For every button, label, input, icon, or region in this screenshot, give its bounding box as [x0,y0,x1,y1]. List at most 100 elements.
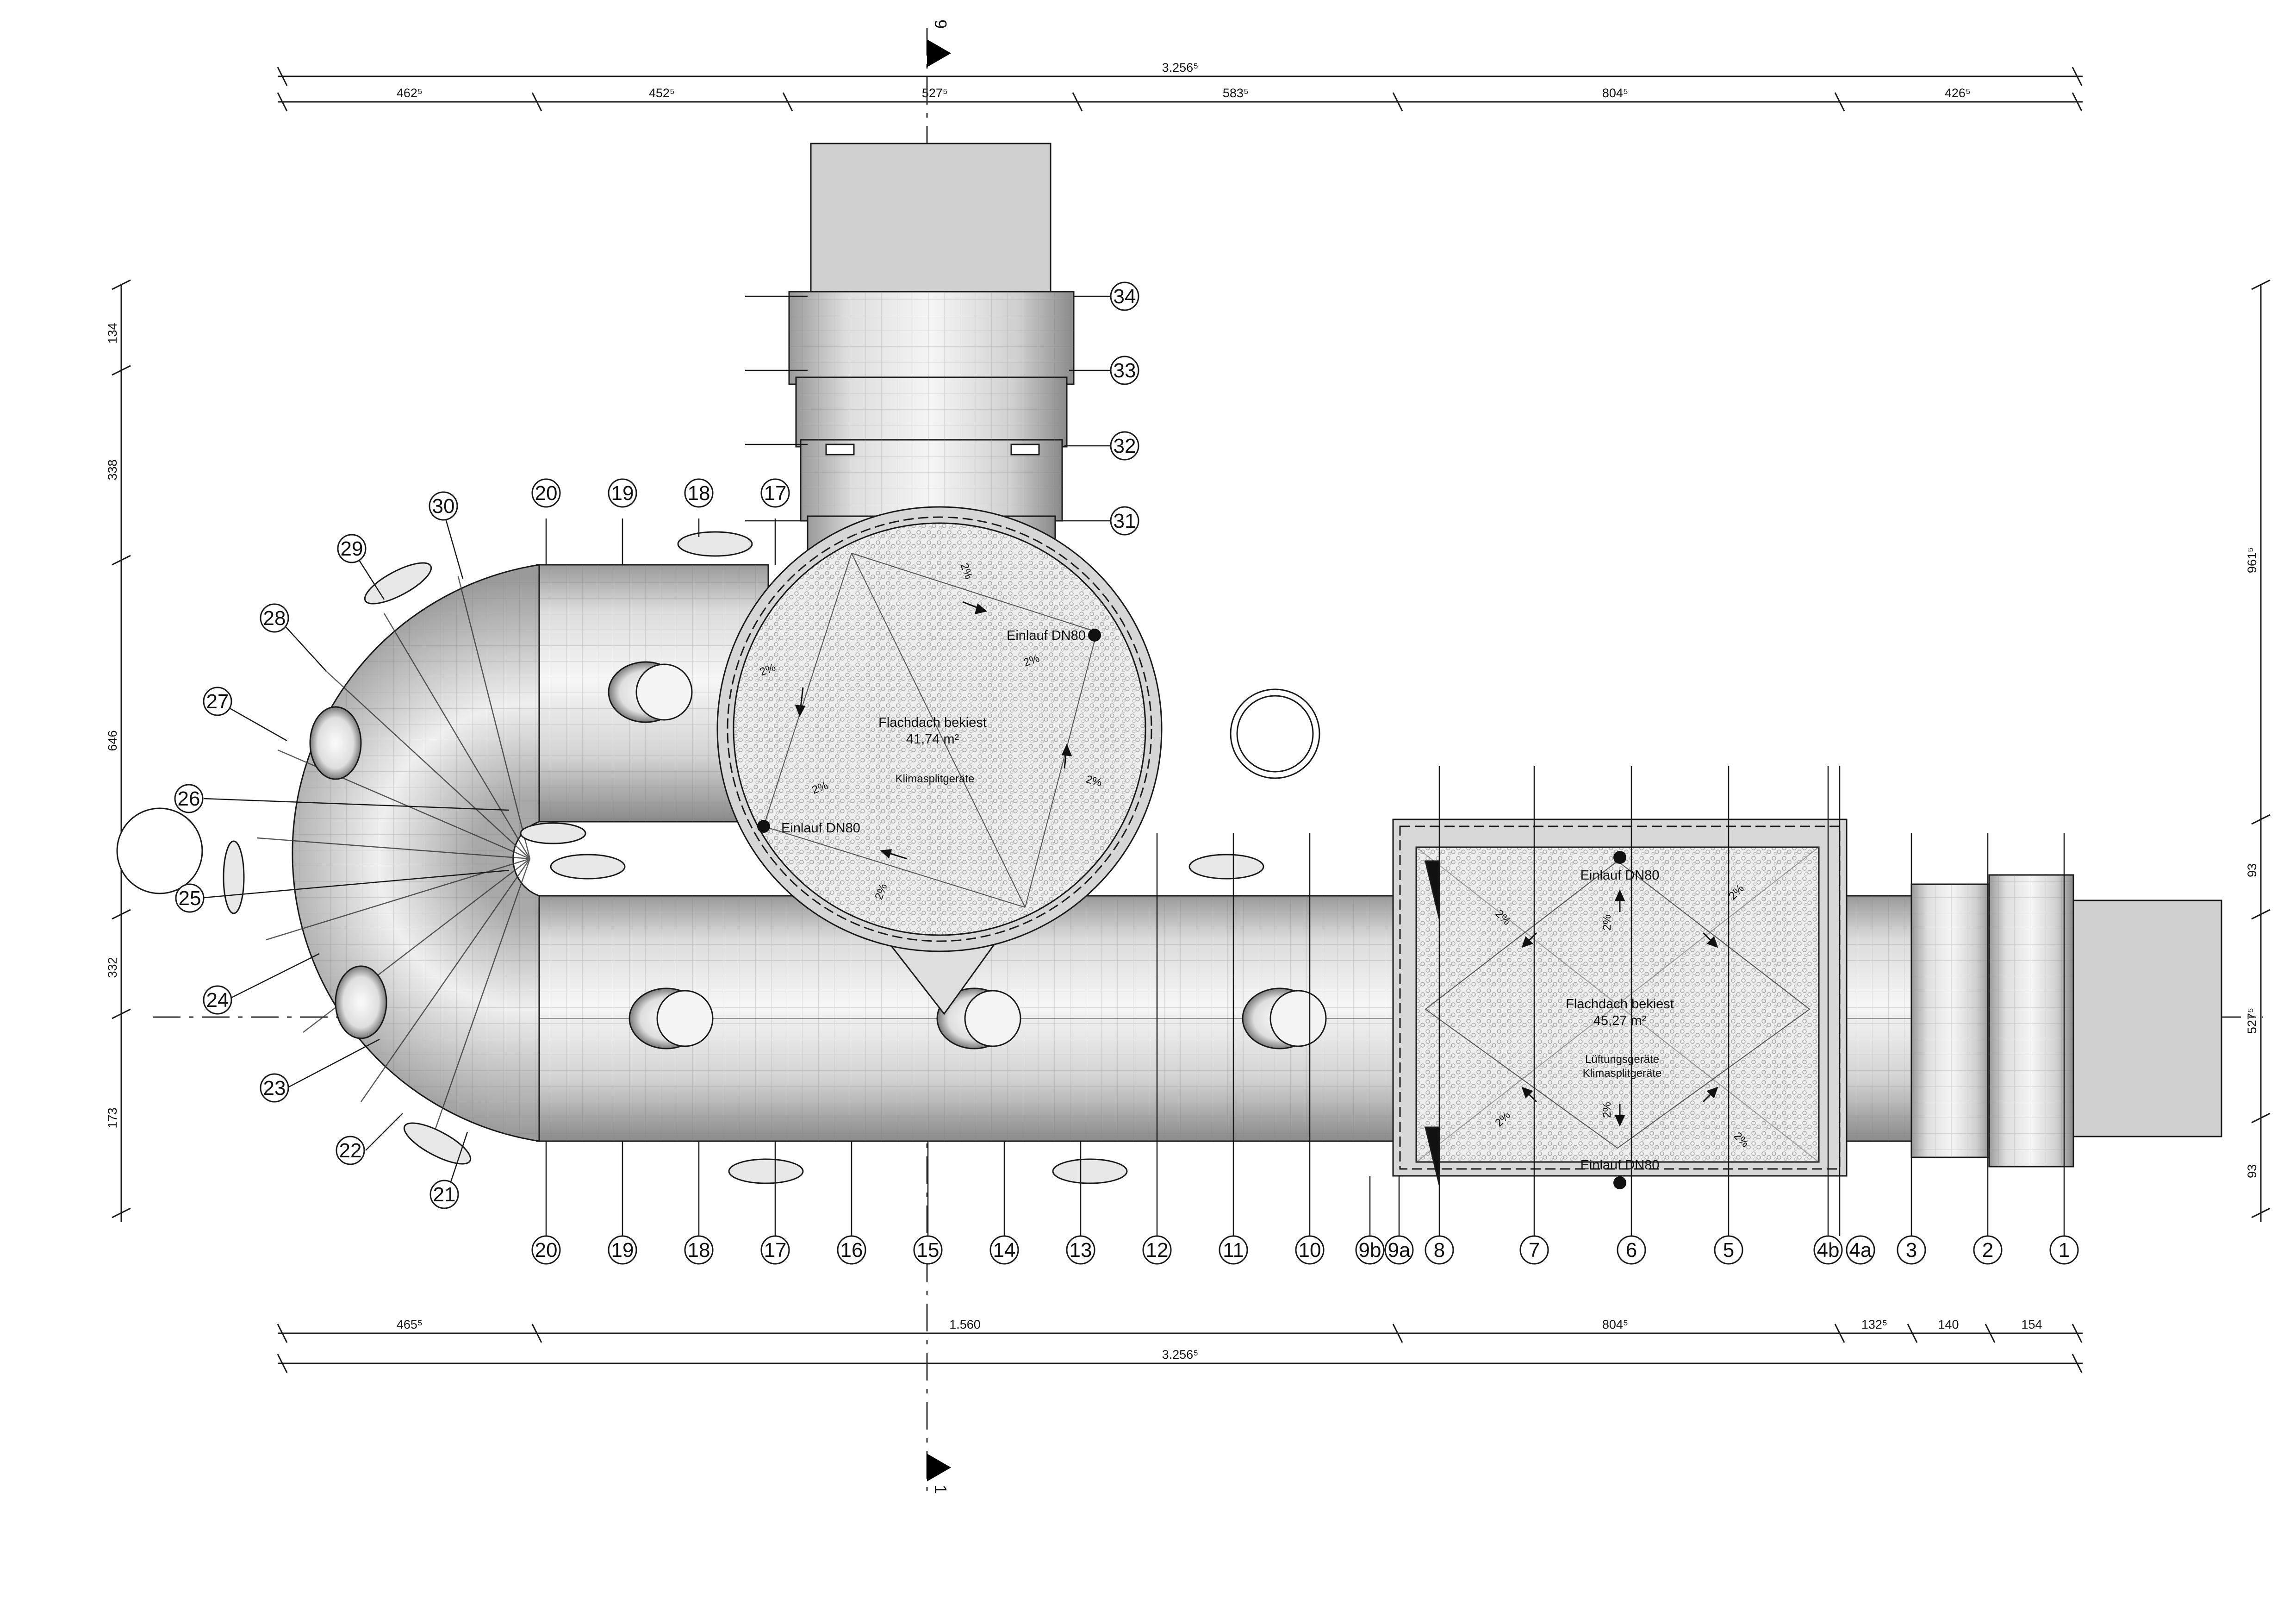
axis-label: 10 [1299,1239,1321,1262]
axis-bubble [1066,1235,1095,1265]
nozzle [520,822,586,844]
axis-bubble [2049,1235,2079,1265]
square-roof-drain-top: Einlauf DN80 [1580,868,1660,883]
axis-bubble [260,1073,289,1103]
drain-icon [757,820,770,833]
top-dim-1: 462⁵ [397,86,423,100]
nozzle [1188,854,1264,880]
axis-bubble [1813,1235,1843,1265]
dimension-ticks [112,67,2271,1373]
left-dim-5: 173 [106,1107,119,1128]
axis-bubble [260,603,289,633]
vent-circle-west [116,807,203,894]
square-roof-drain-bottom: Einlauf DN80 [1580,1158,1660,1173]
top-dim-6: 426⁵ [1945,86,1971,100]
axis-bubble [1355,1235,1385,1265]
nozzle [1052,1158,1128,1184]
dimension-labels: 3.256⁵ 462⁵ 452⁵ 527⁵ 583⁵ 804⁵ 426⁵ 465… [106,61,2259,1362]
right-dim-3: 527⁵ [2245,1008,2259,1034]
porthole [635,663,693,721]
axis-label: 7 [1529,1239,1540,1262]
nozzle [223,840,245,914]
tower-grey-block [810,143,1052,297]
bottom-dim-4: 132⁵ [1861,1318,1887,1331]
axis-label: 15 [917,1239,940,1262]
axis-bubble [336,1136,365,1165]
axis-label: 17 [764,1239,787,1262]
left-dim-2: 338 [106,459,119,480]
axis-bubble [684,478,714,508]
axis-label: 12 [1146,1239,1169,1262]
axis-label: 4a [1849,1239,1872,1262]
axis-label: 18 [688,1239,710,1262]
axis-label: 9b [1359,1239,1381,1262]
axis-bubble [1110,281,1139,311]
axis-bubble [337,534,367,563]
axis-bubble [531,478,561,508]
round-roof-gravel [733,522,1146,936]
axis-label: 27 [206,690,229,713]
axis-bubble [1617,1235,1646,1265]
left-dim-4: 332 [106,957,119,978]
slope-label: 2% [1601,914,1613,931]
bottom-dim-5: 140 [1938,1318,1959,1331]
axis-label: 30 [432,495,455,518]
axis-label: 29 [341,537,363,560]
axis-label: 17 [764,482,787,505]
nozzle [728,1158,804,1184]
axis-bubble [203,985,232,1015]
right-dim-4: 93 [2245,1164,2259,1178]
bottom-total-dim: 3.256⁵ [1162,1348,1199,1362]
axis-label: 34 [1114,285,1136,308]
bottom-dim-1: 465⁵ [397,1318,423,1331]
axis-label: 21 [433,1183,456,1206]
porthole [1269,990,1327,1047]
bottom-dim-6: 154 [2021,1318,2042,1331]
square-roof-title: Flachdach bekiest [1566,997,1674,1012]
axis-bubble [1714,1235,1743,1265]
axis-label: 22 [339,1139,362,1162]
slope-arrows [795,601,1072,860]
axis-bubble [1110,506,1139,536]
axis-bubble [1110,431,1139,461]
round-roof-title: Flachdach bekiest [878,715,987,730]
axis-bubble [429,1180,459,1209]
axis-label: 6 [1626,1239,1637,1262]
axis-label: 13 [1070,1239,1092,1262]
axis-label: 20 [535,1239,558,1262]
nozzle [550,854,626,880]
axis-bubble [174,784,204,813]
section-markers: 9 1 [927,19,951,1494]
axis-bubble [608,478,637,508]
axis-leaders [199,295,2065,1236]
section-label-bottom: 1 [931,1485,950,1494]
axis-bubble [684,1235,714,1265]
axis-bubble [1110,356,1139,385]
top-dim-4: 583⁵ [1223,86,1249,100]
porthole [335,965,387,1039]
axis-label: 11 [1223,1239,1244,1262]
square-roof-equipment-1: Lüftungsgeräte [1585,1053,1659,1066]
axis-label: 18 [688,482,710,505]
axis-label: 26 [178,787,200,810]
axis-label: 23 [263,1077,286,1099]
round-roof-drain-2: Einlauf DN80 [781,821,860,836]
nozzle [403,1122,472,1165]
section-arrow-bottom [927,1454,951,1481]
slope-label: 2% [1601,1102,1613,1118]
axis-bubble [1425,1235,1454,1265]
axis-bubble [760,478,790,508]
vent-circle-east [1230,688,1320,779]
right-dim-2: 93 [2245,863,2259,877]
axis-bubble [760,1235,790,1265]
axis-label: 19 [611,482,634,505]
top-dim-5: 804⁵ [1602,86,1628,100]
section-label-top: 9 [931,19,950,29]
axis-label: 20 [535,482,558,505]
curved-tube [256,564,540,1142]
axis-bubble [1219,1235,1248,1265]
drain-icon [1088,629,1101,642]
axis-label: 2 [1982,1239,1993,1262]
